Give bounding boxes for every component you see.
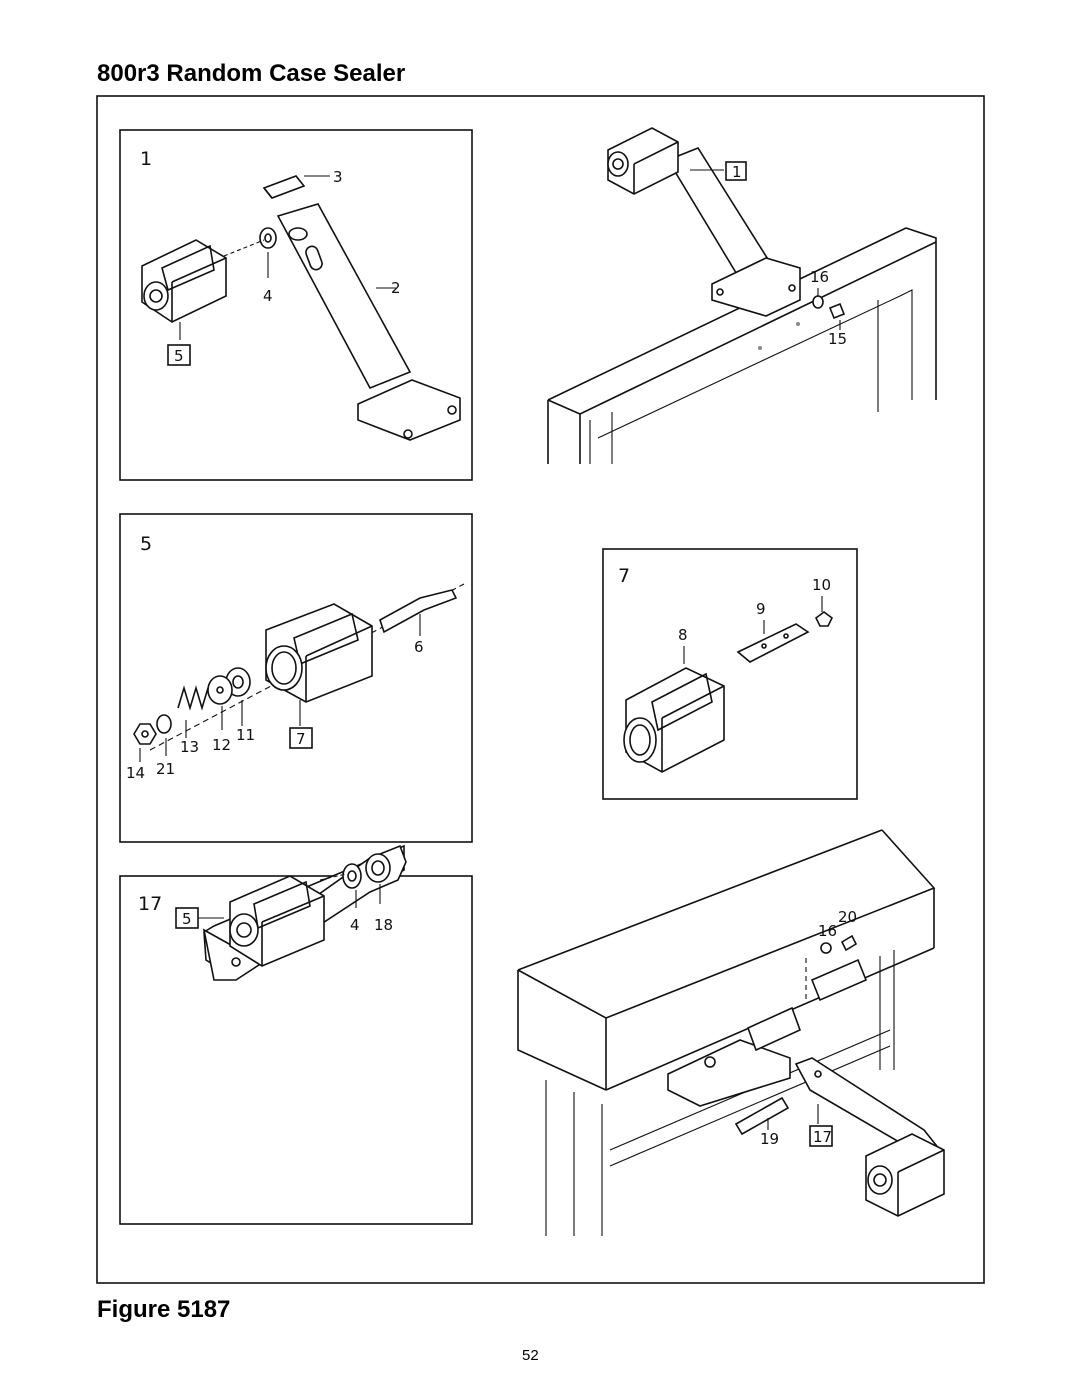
panel-1-label: 1 bbox=[140, 148, 152, 170]
ref-box-7-label: 7 bbox=[296, 730, 306, 748]
callout-12: 12 bbox=[212, 736, 231, 754]
ref-box-5-label: 5 bbox=[174, 347, 184, 365]
callout-15: 15 bbox=[828, 330, 847, 348]
panel-1: 1 3 2 4 5 bbox=[119, 129, 473, 481]
callout-16-top: 16 bbox=[810, 268, 829, 286]
callout-19: 19 bbox=[760, 1130, 779, 1148]
callout-14: 14 bbox=[126, 764, 145, 782]
ref-box-1 bbox=[725, 161, 747, 181]
page-title: 800r3 Random Case Sealer bbox=[97, 60, 406, 87]
callout-18: 18 bbox=[374, 916, 393, 934]
ref-box-5 bbox=[167, 344, 191, 366]
figure-caption: Figure 5187 bbox=[97, 1296, 231, 1323]
panel-7: 7 10 9 8 bbox=[602, 548, 858, 800]
assembly-bottom: 16 20 19 17 bbox=[517, 829, 945, 1236]
ref-box-7 bbox=[289, 727, 313, 749]
panel-7-label: 7 bbox=[618, 565, 630, 587]
callout-9: 9 bbox=[756, 600, 766, 618]
ref-box-5-p17-label: 5 bbox=[182, 910, 192, 928]
panel-5: 5 6 7 11 12 13 21 14 bbox=[119, 513, 473, 843]
panel-17-label: 17 bbox=[138, 893, 162, 915]
outer-frame bbox=[96, 95, 985, 1284]
callout-16-bottom: 16 bbox=[818, 922, 837, 940]
callout-10: 10 bbox=[812, 576, 831, 594]
panel-5-label: 5 bbox=[140, 533, 152, 555]
callout-8: 8 bbox=[678, 626, 688, 644]
callout-3: 3 bbox=[333, 168, 343, 186]
callout-6: 6 bbox=[414, 638, 424, 656]
callout-4: 4 bbox=[263, 287, 273, 305]
assembly-top: 1 16 15 bbox=[547, 127, 937, 464]
callout-13: 13 bbox=[180, 738, 199, 756]
panel-17: 17 4 18 5 bbox=[119, 844, 473, 1225]
callout-4-p17: 4 bbox=[350, 916, 360, 934]
callout-11: 11 bbox=[236, 726, 255, 744]
page-number: 52 bbox=[522, 1347, 539, 1364]
callout-21: 21 bbox=[156, 760, 175, 778]
ref-box-1-label: 1 bbox=[732, 163, 742, 181]
callout-20: 20 bbox=[838, 908, 857, 926]
callout-2: 2 bbox=[391, 279, 401, 297]
ref-box-17-label: 17 bbox=[813, 1128, 832, 1146]
ref-box-17 bbox=[809, 1125, 833, 1147]
